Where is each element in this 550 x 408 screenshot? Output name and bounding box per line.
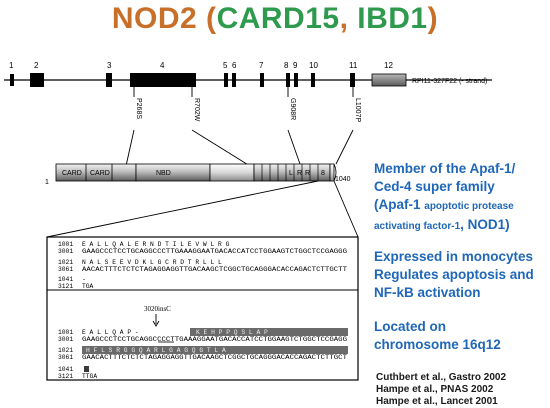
exon-11 xyxy=(350,73,355,87)
exon-label-5: 5 xyxy=(223,61,228,70)
exon-label-10: 10 xyxy=(309,61,318,70)
domain-lrr-l: L xyxy=(289,170,293,177)
svg-text:1001: 1001 xyxy=(58,329,73,336)
exon-label-6: 6 xyxy=(232,61,237,70)
wt-nt-row-2: AACACTTTCTCTCTAGAGGAGGTTGACAAGCTCGGCTGCA… xyxy=(82,266,347,273)
reference-2: Hampe et al., PNAS 2002 xyxy=(376,384,494,395)
protein-end: 1040 xyxy=(335,176,351,183)
exon-label-3: 3 xyxy=(107,61,112,70)
exon-label-12: 12 xyxy=(384,61,393,70)
exon-4 xyxy=(130,73,196,87)
svg-text:1001: 1001 xyxy=(58,241,73,248)
exon-label-9: 9 xyxy=(293,61,298,70)
svg-text:1021: 1021 xyxy=(58,347,73,354)
exon-label-8: 8 xyxy=(284,61,289,70)
mut-nt-row-2: GAACACTTTCTCTCTAGAGGAGGTTGACAAGCTCGGCTGC… xyxy=(82,354,347,361)
title-card15: CARD15 xyxy=(216,2,340,35)
protein-start: 1 xyxy=(45,179,49,186)
reference-1: Cuthbert et al., Gastro 2002 xyxy=(376,372,507,383)
title-ibd1: IBD1 xyxy=(357,2,428,35)
svg-text:1021: 1021 xyxy=(58,259,73,266)
svg-text:3061: 3061 xyxy=(58,266,73,273)
exon-label-4: 4 xyxy=(160,61,165,70)
svg-text:3121: 3121 xyxy=(58,283,73,290)
wt-aa-row-3: - xyxy=(82,276,86,283)
exon-label-2: 2 xyxy=(34,61,39,70)
exon-10 xyxy=(311,73,315,87)
svg-text:1041: 1041 xyxy=(58,276,73,283)
mut-nt-row-1: GAAGCCCTCCTGCAGGCCCCTTGAAAGGAATGACACCATC… xyxy=(82,336,347,343)
domain-nbd: NBD xyxy=(156,170,171,177)
domain-lrr-r1: R xyxy=(297,170,302,177)
exon-label-11: 11 xyxy=(349,61,358,70)
protein-domain-bar: CARD CARD NBD L R R 8 1 1040 xyxy=(45,163,359,238)
mut-aa-row-1-shaded: K E H P P Q S L A P xyxy=(196,329,268,336)
mut-nt-row-3: TTGA xyxy=(82,373,97,380)
domain-lrr-8: 8 xyxy=(321,170,325,177)
exon-6 xyxy=(232,73,236,87)
exon-9 xyxy=(294,73,298,87)
slide-title: NOD2 (CARD15, IBD1) xyxy=(111,2,439,35)
expression-text: Expressed in monocytes Regulates apoptos… xyxy=(374,249,534,300)
exon-2 xyxy=(30,73,44,87)
exon-label-1: 1 xyxy=(9,61,14,70)
exon-8 xyxy=(286,73,290,87)
svg-text:3121: 3121 xyxy=(58,373,73,380)
mutation-l1007p: L1007P xyxy=(354,98,361,122)
reference-3: Hampe et al., Lancet 2001 xyxy=(376,396,498,407)
domain-lrr-r2: R xyxy=(305,170,310,177)
wt-nt-row-1: GAAGCCCTCCTGCAGGCCCTTGAAAGGAATGACACCATCC… xyxy=(82,248,347,255)
wt-aa-row-1: E A L L Q A L E R N D T I L E V W L R G xyxy=(82,241,230,248)
wt-aa-row-2: N A L S E E V D K L G C R D T R L L L xyxy=(82,259,222,266)
exon-12 xyxy=(371,73,407,87)
exon-5 xyxy=(224,73,228,87)
exon-1 xyxy=(10,74,14,86)
clone-label: RPI11-327F22 (- strand) xyxy=(412,78,487,85)
exon-7 xyxy=(260,73,264,87)
sequence-panel: 1001 E A L L Q A L E R N D T I L E V W L… xyxy=(46,236,359,381)
gene-structure: 1 2 3 4 5 6 7 8 9 10 11 12 RPI11-327F22 … xyxy=(4,61,492,167)
references: Cuthbert et al., Gastro 2002 Hampe et al… xyxy=(376,372,506,408)
svg-text:1041: 1041 xyxy=(58,366,73,373)
mutation-r702w: R702W xyxy=(193,98,200,122)
mutation-g908r: G908R xyxy=(289,98,296,120)
exon-3 xyxy=(106,73,112,87)
apaf1-family-text: Member of the Apaf-1/ Ced-4 super family… xyxy=(374,161,516,232)
insertion-label: 3020insC xyxy=(144,305,171,313)
location-text: Located on chromosome 16q12 xyxy=(374,319,501,352)
svg-text:3001: 3001 xyxy=(58,248,73,255)
svg-text:3061: 3061 xyxy=(58,354,73,361)
domain-card-2: CARD xyxy=(90,170,110,177)
domain-card-1: CARD xyxy=(62,170,82,177)
mutation-p268s: P268S xyxy=(135,98,142,119)
wt-nt-row-3: TGA xyxy=(82,283,94,290)
mut-aa-row-2-shaded: H F L S R G G Q A R L G A G Q G T L A xyxy=(86,347,226,354)
svg-text:3001: 3001 xyxy=(58,336,73,343)
exon-label-7: 7 xyxy=(259,61,264,70)
mut-aa-row-1: E A L L Q A P - xyxy=(82,329,139,336)
